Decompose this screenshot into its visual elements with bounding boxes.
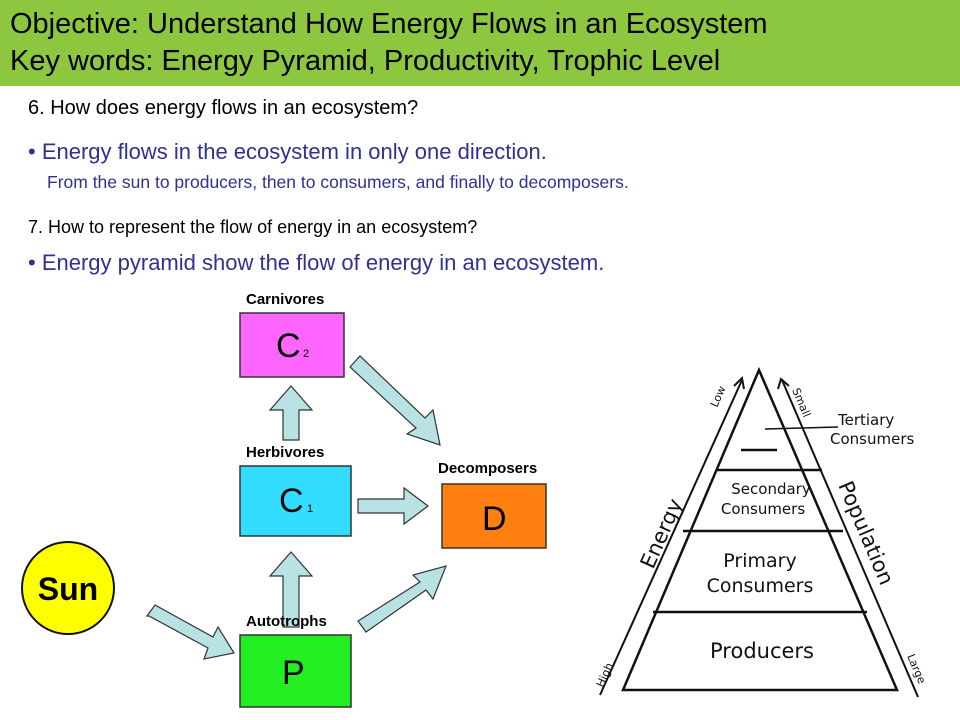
herbivores-box [239, 465, 352, 537]
carnivores-label: Carnivores [246, 291, 324, 308]
sun-circle [21, 541, 115, 635]
tertiary-pointer-line [764, 426, 839, 430]
objective-title: Objective: Understand How Energy Flows i… [10, 8, 768, 40]
herbivores-subscript: 1 [307, 503, 313, 515]
energy-scale-arrowhead [733, 375, 745, 390]
arrow-producers-to-herbivores [268, 551, 314, 628]
energy-label: Energy [636, 495, 688, 572]
sun-label: Sun [38, 571, 98, 607]
carnivores-subscript: 2 [303, 348, 309, 360]
arrow-sun-to-producers [145, 604, 235, 660]
arrow-carnivores-to-decomposers [349, 355, 441, 446]
secondary-label-2: Consumers [721, 500, 805, 518]
population-label: Population [833, 478, 898, 589]
question-6: 6. How does energy flows in an ecosystem… [28, 97, 419, 119]
slide-header: Objective: Understand How Energy Flows i… [0, 0, 960, 86]
autotrophs-box [239, 634, 352, 708]
decomposers-letter: D [482, 500, 507, 538]
population-large-label: Large [904, 652, 928, 686]
decomposers-box [441, 483, 547, 549]
answer-6-detail: From the sun to producers, then to consu… [47, 172, 629, 192]
flow-arrows [145, 355, 447, 660]
arrow-herbivores-to-decomposers [357, 486, 429, 526]
tertiary-label-2: Consumers [830, 430, 914, 448]
carnivores-box [239, 312, 345, 378]
primary-label-1: Primary [723, 550, 796, 572]
population-scale-arrowhead [777, 377, 790, 390]
primary-label-2: Consumers [707, 575, 814, 597]
herbivores-letter: C [279, 482, 304, 520]
arrow-herbivores-to-carnivores [268, 385, 314, 441]
question-7: 7. How to represent the flow of energy i… [28, 217, 478, 237]
decomposers-label: Decomposers [438, 460, 537, 477]
energy-scale-line [599, 379, 743, 696]
carnivores-letter: C [276, 327, 301, 365]
arrow-producers-to-decomposers [357, 565, 447, 633]
keywords-title: Key words: Energy Pyramid, Productivity,… [10, 45, 721, 77]
energy-high-label: High [594, 661, 616, 689]
answer-6: • Energy flows in the ecosystem in only … [28, 139, 547, 164]
tertiary-label-1: Tertiary [837, 411, 894, 429]
herbivores-label: Herbivores [246, 444, 324, 461]
autotrophs-letter: P [282, 654, 305, 692]
autotrophs-label: Autotrophs [246, 613, 327, 630]
secondary-label-1: Secondary [731, 480, 811, 498]
energy-low-label: Low [708, 384, 729, 409]
population-scale-line [781, 379, 919, 698]
answer-7: • Energy pyramid show the flow of energy… [28, 250, 605, 275]
producers-label: Producers [710, 639, 814, 663]
